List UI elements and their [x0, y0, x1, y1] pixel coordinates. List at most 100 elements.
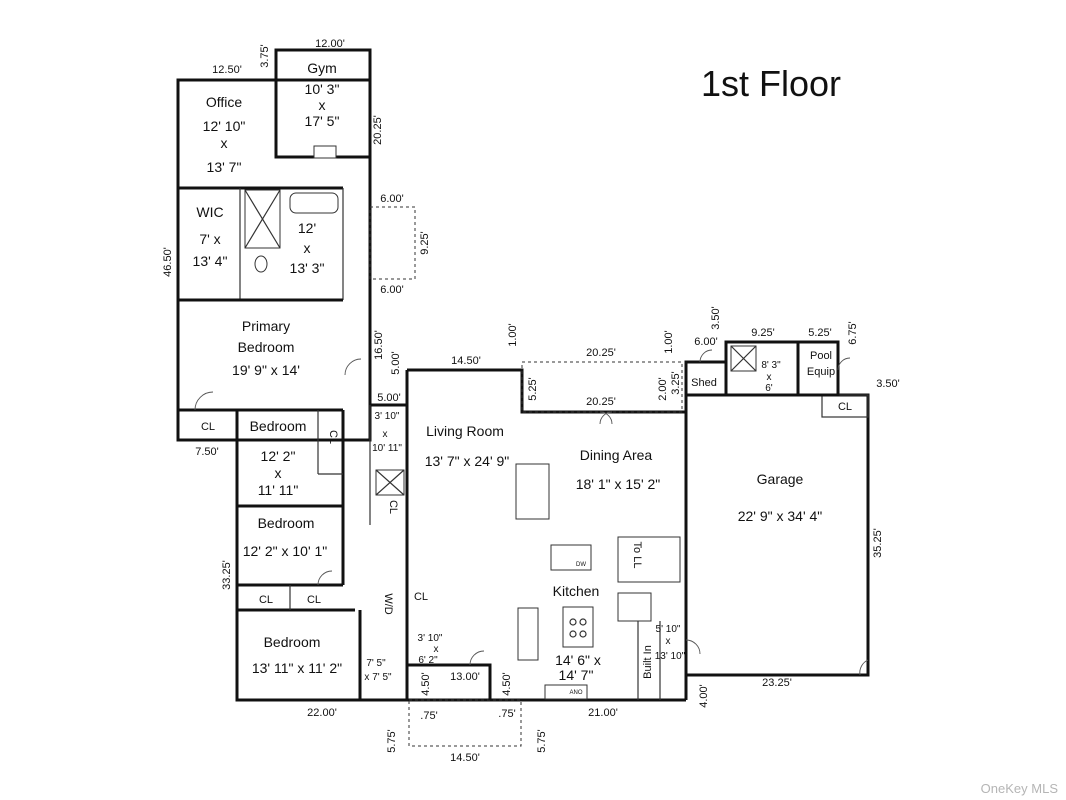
- dining-area-name: Dining Area: [580, 447, 653, 463]
- dim-patio-left-small: .75': [420, 710, 437, 722]
- bedroom-3-name: Bedroom: [264, 634, 321, 650]
- office-name: Office: [206, 94, 243, 110]
- bedroom-2-name: Bedroom: [258, 515, 315, 531]
- bedroom-1-size-2: 11' 11": [258, 482, 299, 498]
- dim-garage-side: 35.25': [872, 528, 884, 558]
- sink-island: [550, 544, 592, 571]
- garage-size: 22' 9" x 34' 4": [738, 508, 823, 524]
- dim-jog-horizontal: 5.00': [377, 392, 401, 404]
- pool-bath-size-2: 6': [765, 383, 773, 394]
- bedroom-1-size-x: x: [275, 465, 282, 481]
- hall-bath-size-x: x: [383, 429, 388, 440]
- dim-patio-right-side: 5.75': [536, 729, 548, 753]
- dim-bedrooms-bottom: 22.00': [307, 707, 337, 719]
- dining-area-size: 18' 1" x 15' 2": [576, 476, 661, 492]
- dim-living-top: 14.50': [451, 355, 481, 367]
- burner-4: [579, 630, 587, 638]
- closet-label: CL: [307, 594, 321, 606]
- dim-patio-right-small: .75': [498, 708, 515, 720]
- toilet: [254, 255, 268, 273]
- shed-name: Shed: [691, 377, 717, 389]
- bedroom-3-size: 13' 11" x 11' 2": [252, 660, 342, 676]
- laundry-label: W/D: [382, 593, 394, 614]
- pool-house-walls: [684, 340, 840, 397]
- dim-east-wing-upper: 20.25': [372, 115, 384, 145]
- built-in-size-1: 5' 10": [656, 624, 681, 635]
- dim-dining-vertical: 5.25': [527, 377, 539, 401]
- kitchen-size-2: 14' 7": [559, 667, 594, 683]
- dim-kitchen-bottom: 21.00': [588, 707, 618, 719]
- stairs-label: To LL: [631, 542, 643, 569]
- watermark: OneKey MLS: [981, 781, 1059, 796]
- dim-office-top: 12.50': [212, 64, 242, 76]
- garage-walls: [684, 393, 870, 700]
- dim-gym-top: 12.00': [315, 38, 345, 50]
- half-bath-size-2: 6' 2": [418, 655, 438, 666]
- dim-step-325: 3.25': [670, 371, 682, 395]
- closet-label: CL: [414, 591, 428, 603]
- gym-size-2: 17' 5": [305, 113, 340, 129]
- door-swing: [859, 659, 869, 676]
- dim-pool-equip-top: 5.25': [808, 327, 832, 339]
- bedroom-2-size: 12' 2" x 10' 1": [243, 543, 328, 559]
- pool-shower-diag-2: [730, 345, 757, 372]
- gym-stairs: [313, 145, 337, 159]
- shower-diag-2: [375, 469, 405, 496]
- bedroom-wing-walls: [235, 300, 409, 702]
- office-size-2: 13' 7": [207, 159, 242, 175]
- hall-bath-size-1: 3' 10": [375, 411, 400, 422]
- built-in-label: Built In: [642, 645, 654, 679]
- dim-wing-bottom-left: 7.50': [195, 446, 219, 458]
- wic-size-1: 7' x: [199, 231, 220, 247]
- door-swing: [599, 411, 613, 425]
- living-room-name: Living Room: [426, 423, 504, 439]
- closet-label: CL: [327, 430, 339, 444]
- dim-south-left: 4.50': [420, 672, 432, 696]
- dim-patio-left-side: 5.75': [386, 729, 398, 753]
- door-swings: [194, 349, 869, 676]
- primary-bedroom-name-2: Bedroom: [238, 339, 295, 355]
- door-swing: [699, 349, 713, 363]
- dimension-labels: 12.00' 12.50' 3.75' 20.25' 46.50' 6.00' …: [162, 38, 900, 764]
- dim-shed-top: 6.00': [694, 336, 718, 348]
- appliance-label: ANO: [569, 690, 582, 696]
- bedroom-1-size-1: 12' 2": [261, 448, 296, 464]
- dim-garage-bottom: 23.25': [762, 677, 792, 689]
- pool-bath-size-x: x: [767, 372, 772, 383]
- dim-wing-lower: 16.50': [373, 330, 385, 360]
- hall-bath-size-2: 10' 11": [372, 443, 402, 454]
- living-room-fixture: [515, 463, 550, 520]
- dim-step-2: 2.00': [657, 377, 669, 401]
- bath-3-size-1: 7' 5": [366, 658, 386, 669]
- garage-name: Garage: [757, 471, 804, 487]
- burner-3: [569, 630, 577, 638]
- primary-bedroom-size: 19' 9" x 14': [232, 362, 300, 378]
- kitchen-name: Kitchen: [553, 583, 600, 599]
- dim-dining-right-offset: 1.00': [663, 330, 675, 354]
- door-swing: [344, 358, 362, 376]
- dim-dining-dashed-top: 20.25': [586, 347, 616, 359]
- dim-bump-top: 6.00': [380, 193, 404, 205]
- primary-bath-size-2: 13' 3": [290, 260, 325, 276]
- closet-label: CL: [387, 500, 399, 514]
- dim-south-bump: 13.00': [450, 671, 480, 683]
- primary-bath-size-1: 12': [298, 220, 316, 236]
- office-size-1: 12' 10": [203, 118, 246, 134]
- stairs-lower: [617, 592, 652, 622]
- dim-south-right: 4.50': [501, 672, 513, 696]
- built-in-size-2: 13' 10": [655, 651, 686, 662]
- door-swing: [685, 639, 701, 655]
- living-room-size: 13' 7" x 24' 9": [425, 453, 510, 469]
- dim-bump-depth: 9.25': [419, 231, 431, 255]
- dim-garage-step: 4.00': [698, 684, 710, 708]
- wic-size-2: 13' 4": [193, 253, 228, 269]
- dim-left-overall: 46.50': [162, 247, 174, 277]
- dim-dining-bottom-line: 20.25': [586, 396, 616, 408]
- closet-label: CL: [201, 421, 215, 433]
- half-bath-size-x: x: [434, 644, 439, 655]
- kitchen-size-1: 14' 6" x: [555, 652, 601, 668]
- dim-pool-equip-side: 6.75': [847, 321, 859, 345]
- bathtub: [289, 192, 339, 214]
- counter: [517, 607, 539, 661]
